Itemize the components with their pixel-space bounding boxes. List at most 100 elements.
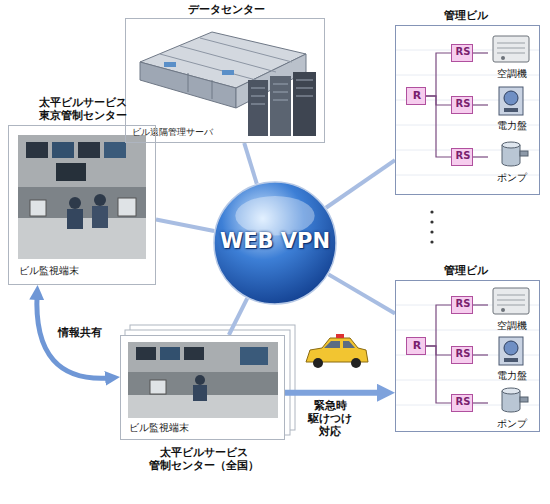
control-room-photo-stack: [128, 342, 278, 372]
control-room-photo: [18, 135, 146, 259]
control-room-photo: [94, 194, 106, 206]
taxi-illustration: [351, 358, 361, 368]
control-room-photo: [67, 209, 83, 229]
box-label: R: [407, 89, 427, 102]
data-center-illustration: [140, 62, 236, 108]
continuation-dots: [430, 210, 433, 243]
control-room-photo: [8, 125, 156, 285]
air-conditioner-icon: [493, 36, 529, 62]
equipment-label: ポンプ: [488, 172, 536, 184]
data-center-illustration: [270, 76, 291, 136]
connector-arrow: [285, 390, 386, 396]
control-room-photo-stack: [184, 347, 204, 360]
remote-station-box: RS: [451, 148, 473, 166]
wire-connector: [426, 96, 451, 157]
node-heading: 太平ビルサービス 管制センター（全国）: [131, 446, 276, 472]
remote-station-box: RS: [451, 96, 473, 114]
pump-icon: [502, 388, 528, 412]
control-room-photo-stack: [120, 325, 295, 440]
control-room-photo-stack: [136, 347, 156, 360]
box-label: RS: [452, 298, 474, 310]
building-illustration: [395, 280, 540, 432]
air-conditioner-icon: [493, 288, 529, 314]
equipment-item: 空調機: [488, 34, 536, 84]
control-room-photo-stack: [160, 347, 180, 360]
building-illustration: [395, 305, 540, 405]
pump-icon: [502, 142, 528, 166]
control-room-photo-stack: [150, 380, 166, 394]
remote-station-box: RS: [451, 346, 473, 364]
building-outline: 管理ビルRRS空調機RS電力盤RSポンプ: [395, 25, 540, 195]
air-conditioner-icon: [493, 36, 529, 62]
building-illustration: [395, 25, 540, 195]
power-panel-icon: [499, 87, 523, 115]
connector-arrow: [229, 298, 247, 335]
continuation-dots: [430, 210, 433, 213]
wire-connector: [473, 402, 488, 403]
building-outline: 管理ビルRRS空調機RS電力盤RSポンプ: [395, 280, 540, 432]
taxi-illustration: [313, 358, 323, 368]
power-panel-icon: [499, 337, 523, 365]
control-room-photo: [8, 125, 156, 285]
connector-arrow: [326, 160, 395, 208]
router-box: R: [406, 337, 426, 355]
wire-connector: [426, 96, 451, 105]
control-room-photo: [69, 197, 81, 209]
taxi-illustration: [336, 334, 344, 338]
control-room-photo: [118, 198, 136, 216]
equipment-label: 空調機: [488, 320, 536, 332]
equipment-item: ポンプ: [488, 138, 536, 188]
control-room-photo-stack: [195, 375, 205, 385]
building-illustration: [395, 25, 540, 432]
data-center-illustration: [164, 62, 176, 67]
image-caption: ビル遠隔管理サーバ: [132, 127, 262, 138]
pump-icon: [520, 151, 528, 156]
control-room-photo-stack: [193, 385, 207, 401]
taxi-illustration: [324, 341, 355, 348]
air-conditioner-icon: [493, 288, 529, 314]
connector-arrow: [244, 143, 257, 184]
control-room-photo: [56, 163, 86, 181]
pump-icon: [502, 388, 520, 394]
control-room-photo-stack: [128, 342, 278, 418]
connector-arrow: [328, 274, 395, 313]
continuation-dots: [430, 230, 433, 233]
box-label: RS: [452, 98, 474, 110]
control-room-photo: [104, 142, 126, 158]
wire-connector: [473, 304, 488, 305]
router-box: R: [406, 87, 426, 105]
taxi-illustration: [306, 338, 368, 362]
wire-connector: [426, 305, 451, 346]
power-panel-icon: [504, 341, 518, 355]
remote-station-box: RS: [451, 394, 473, 412]
equipment-item: 空調機: [488, 286, 536, 336]
control-room-photo: [52, 142, 74, 158]
box-label: RS: [452, 150, 474, 162]
box-label: RS: [452, 348, 474, 360]
control-center-frame: 太平ビルサービス 東京管制センタービル監視端末: [8, 125, 156, 285]
wire-connector: [473, 354, 488, 355]
continuation-dots: [430, 220, 433, 223]
image-caption: ビル監視端末: [19, 265, 129, 277]
wire-connector: [426, 346, 451, 403]
pump-icon: [520, 397, 528, 402]
air-conditioner-icon: [497, 43, 525, 53]
building-illustration: [395, 50, 540, 175]
circle-shape: [214, 182, 336, 304]
equipment-label: 空調機: [488, 68, 536, 80]
equipment-item: 電力盤: [488, 86, 536, 136]
wire-connector: [426, 346, 451, 355]
edge-label: 情報共有: [58, 326, 118, 339]
control-room-photo: [92, 206, 108, 228]
equipment-item: ポンプ: [488, 384, 536, 434]
circle-label: WEB VPN: [213, 229, 337, 254]
taxi-illustration: [306, 334, 368, 368]
equipment-label: 電力盤: [488, 370, 536, 382]
power-panel-icon: [504, 108, 518, 112]
power-panel-icon: [499, 87, 523, 115]
edge-label: 緊急時 駆けつけ 対応: [298, 399, 362, 439]
node-heading: データセンター: [126, 3, 326, 16]
power-panel-icon: [504, 358, 518, 362]
box-label: RS: [452, 396, 474, 408]
